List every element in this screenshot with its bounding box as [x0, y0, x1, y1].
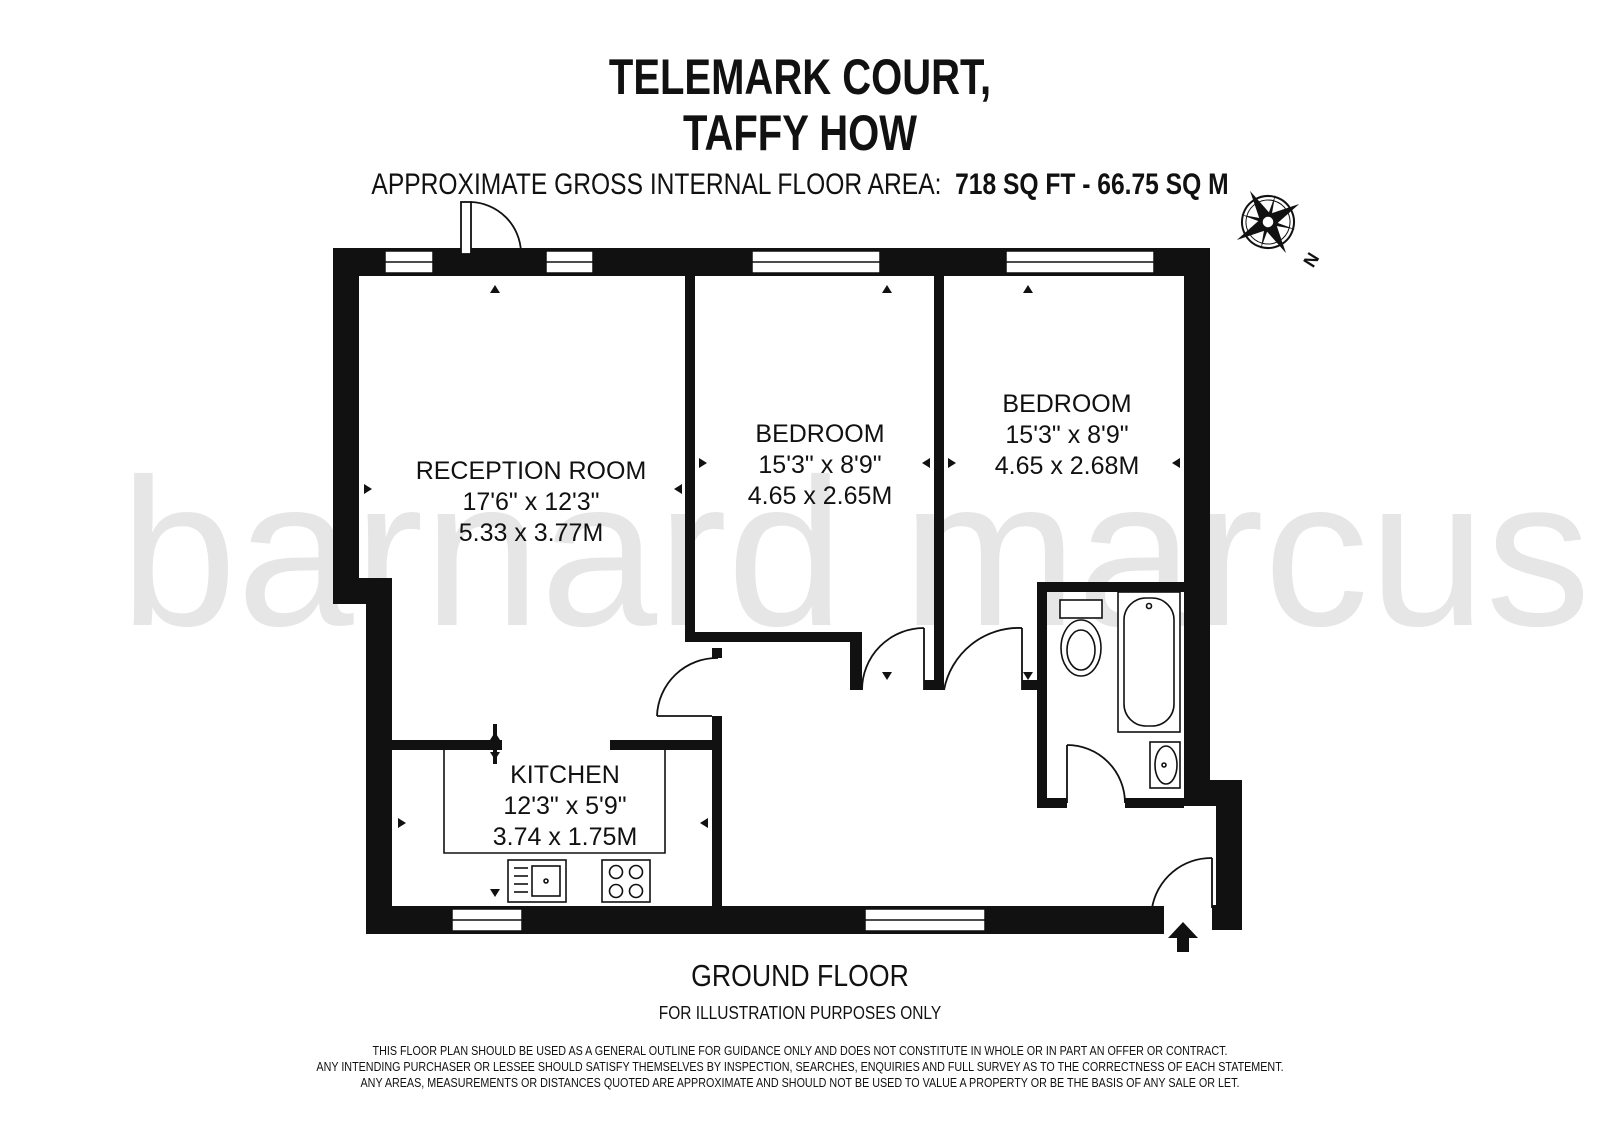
floor-area-label: APPROXIMATE GROSS INTERNAL FLOOR AREA: — [371, 168, 942, 201]
floor-label: GROUND FLOOR — [691, 958, 909, 993]
left-wall-upper — [333, 248, 359, 593]
kitchen-worktop — [443, 750, 666, 854]
window-hall — [864, 908, 986, 932]
bedroom2-door-swing — [943, 627, 1023, 691]
windows — [384, 250, 1155, 932]
bedroom2-imperial: 15'3" x 8'9" — [1005, 421, 1128, 449]
bedroom2-metric: 4.65 x 2.68M — [995, 452, 1140, 480]
wall-bathroom-bottom-right — [1125, 798, 1184, 808]
balcony-door-swing — [470, 201, 522, 253]
kitchen-fixtures — [443, 750, 666, 903]
wall-bedroom1-bottom — [685, 632, 862, 642]
kitchen-label: KITCHEN 12'3" x 5'9" 3.74 x 1.75M — [493, 761, 638, 851]
bedroom1-metric: 4.65 x 2.65M — [748, 482, 893, 510]
right-wall-end — [1212, 905, 1242, 930]
reception-room-metric: 5.33 x 3.77M — [459, 519, 604, 547]
kitchen-name: KITCHEN — [510, 761, 620, 789]
compass-north-label: N — [1299, 249, 1323, 271]
wall-bathroom-left — [1037, 582, 1047, 808]
left-wall-lower — [366, 578, 392, 934]
bedroom1-label: BEDROOM 15'3" x 8'9" 4.65 x 2.65M — [748, 420, 893, 510]
bedroom2-label: BEDROOM 15'3" x 8'9" 4.65 x 2.68M — [995, 390, 1140, 480]
disclaimer-line: ANY AREAS, MEASUREMENTS OR DISTANCES QUO… — [360, 1076, 1240, 1090]
bathroom-door-swing — [1066, 744, 1126, 804]
wall-bedroom1-stub — [850, 632, 862, 690]
property-title-line1: TELEMARK COURT, — [608, 49, 992, 105]
wall-bedroom2-bottom-stub — [1022, 680, 1047, 690]
right-wall-upper — [1184, 248, 1210, 795]
wall-kitchen-top-right — [610, 740, 722, 750]
floor-area-value: 718 SQ FT - 66.75 SQ M — [955, 168, 1229, 201]
kitchen-dimension-line — [493, 724, 497, 764]
bedroom2-name: BEDROOM — [1002, 390, 1131, 418]
reception-room-label: RECEPTION ROOM 17'6" x 12'3" 5.33 x 3.77… — [416, 457, 647, 547]
wall-kitchen-right — [712, 716, 722, 906]
floor-area-line: APPROXIMATE GROSS INTERNAL FLOOR AREA: 7… — [144, 168, 1456, 202]
dimension-markers — [364, 285, 1180, 897]
window-bedroom2 — [1005, 250, 1155, 274]
wall-reception-bedroom — [685, 276, 695, 640]
wall-kitchen-top-left — [392, 740, 502, 750]
balcony-door-leaf — [460, 201, 472, 255]
entrance-arrow-icon — [1168, 922, 1198, 952]
wall-hall-post — [712, 648, 722, 658]
disclaimer-line: THIS FLOOR PLAN SHOULD BE USED AS A GENE… — [372, 1044, 1228, 1058]
kitchen-hob — [601, 859, 651, 903]
illustration-note: FOR ILLUSTRATION PURPOSES ONLY — [658, 1003, 942, 1023]
kitchen-imperial: 12'3" x 5'9" — [503, 792, 626, 820]
doors — [460, 201, 1213, 909]
window-reception-1 — [384, 250, 434, 274]
basin — [1149, 741, 1181, 789]
disclaimer-line: ANY INTENDING PURCHASER OR LESSEE SHOULD… — [316, 1060, 1284, 1074]
kitchen-metric: 3.74 x 1.75M — [493, 823, 638, 851]
reception-room-name: RECEPTION ROOM — [416, 457, 647, 485]
bathtub — [1117, 591, 1181, 733]
watermark-text: barnard marcus — [120, 435, 1591, 670]
entrance-door-swing — [1151, 857, 1213, 909]
bedroom1-imperial: 15'3" x 8'9" — [758, 451, 881, 479]
room-labels: RECEPTION ROOM 17'6" x 12'3" 5.33 x 3.77… — [416, 390, 1140, 851]
window-kitchen — [451, 908, 523, 932]
wall-bedroom-bedroom — [934, 276, 944, 690]
bathroom-fixtures — [1059, 591, 1181, 789]
wall-bedroom2-stub — [924, 680, 944, 690]
property-title-line2: TAFFY HOW — [682, 105, 918, 161]
reception-room-imperial: 17'6" x 12'3" — [462, 488, 599, 516]
wall-bathroom-top — [1037, 582, 1184, 592]
wall-bathroom-bottom-left — [1037, 798, 1067, 808]
reception-door-swing — [656, 657, 719, 717]
window-bedroom1 — [751, 250, 881, 274]
toilet — [1059, 599, 1103, 677]
bedroom1-name: BEDROOM — [755, 420, 884, 448]
compass-rose-icon — [1236, 190, 1300, 254]
bedroom1-door-swing — [861, 627, 925, 691]
kitchen-sink — [507, 859, 567, 903]
window-reception-2 — [545, 250, 594, 274]
